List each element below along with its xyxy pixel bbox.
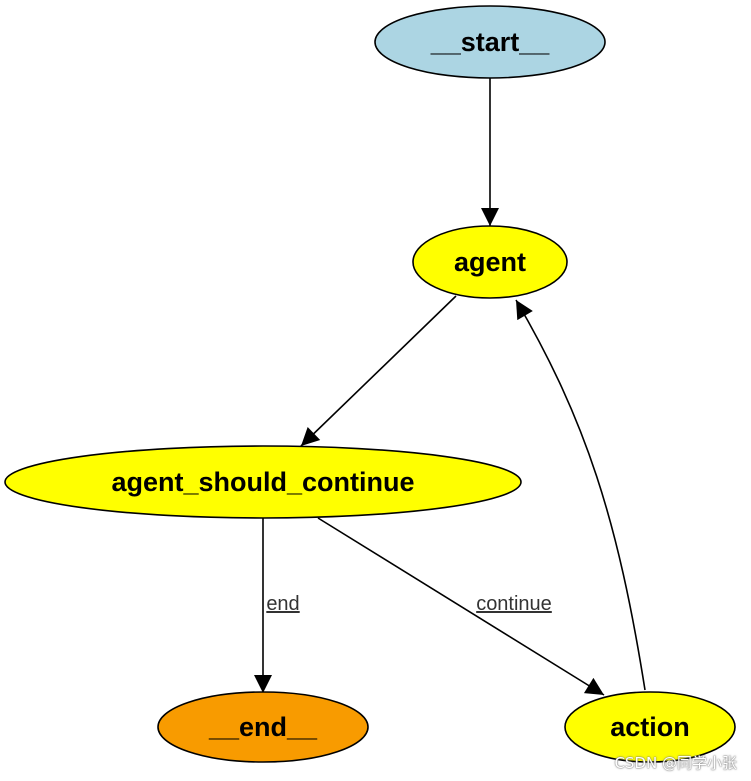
node-agent-shape <box>412 225 568 299</box>
node-agent: agent <box>412 225 568 299</box>
node-agent-should-continue-label: agent_should_continue <box>111 467 414 497</box>
edges <box>254 77 646 696</box>
watermark: CSDN @同学小张 <box>614 754 737 772</box>
node-end-shape <box>157 691 369 763</box>
edge-agent-to-agent-should-continue <box>300 295 457 447</box>
node-end: __end__ <box>157 691 369 763</box>
edge-label-end: end <box>266 593 299 615</box>
edge-agent-should-continue-to-action <box>317 517 605 696</box>
node-action-label: action <box>610 712 690 742</box>
node-start-label: __start__ <box>430 27 551 57</box>
node-action: action <box>564 691 736 763</box>
node-agent-should-continue: agent_should_continue <box>4 445 522 519</box>
node-agent-label: agent <box>454 247 526 277</box>
node-start-shape <box>374 5 606 79</box>
edge-action-to-agent <box>515 299 646 691</box>
edge-labels: end continue <box>266 593 552 615</box>
node-start: __start__ <box>374 5 606 79</box>
edge-label-continue: continue <box>476 593 552 615</box>
node-agent-should-continue-shape <box>4 445 522 519</box>
node-end-label: __end__ <box>208 712 318 742</box>
node-action-shape <box>564 691 736 763</box>
